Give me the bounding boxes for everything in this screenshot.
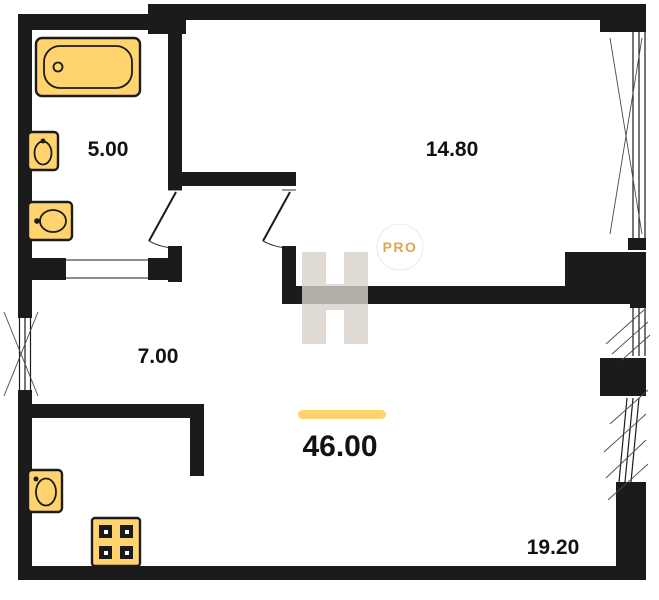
stove-icon: [90, 516, 142, 568]
door-living-room: [262, 189, 296, 249]
door-bathroom: [148, 189, 182, 249]
bathtub-icon: [34, 36, 142, 98]
total-area-label: 46.00: [302, 430, 377, 463]
room-area-label-living-room: 14.80: [426, 138, 479, 161]
sink-bottom-icon: [26, 468, 64, 514]
pro-badge-label: PRO: [383, 239, 418, 255]
window-left: [3, 311, 39, 397]
room-area-label-bathroom: 5.00: [88, 138, 129, 161]
toilet-icon: [26, 200, 74, 242]
total-area-accent-bar: [298, 410, 386, 419]
watermark-logo: [302, 252, 368, 344]
walls: [18, 4, 646, 580]
window-right-upper: [605, 306, 651, 361]
room-area-label-bedroom: 19.20: [527, 536, 580, 559]
window-top-right: [609, 32, 646, 238]
opening-bathroom-hall: [66, 259, 148, 279]
pro-badge: PRO: [376, 223, 424, 271]
sink-icon: [26, 130, 60, 172]
room-area-label-hallway: 7.00: [138, 345, 179, 368]
window-right-lower: [603, 389, 649, 501]
